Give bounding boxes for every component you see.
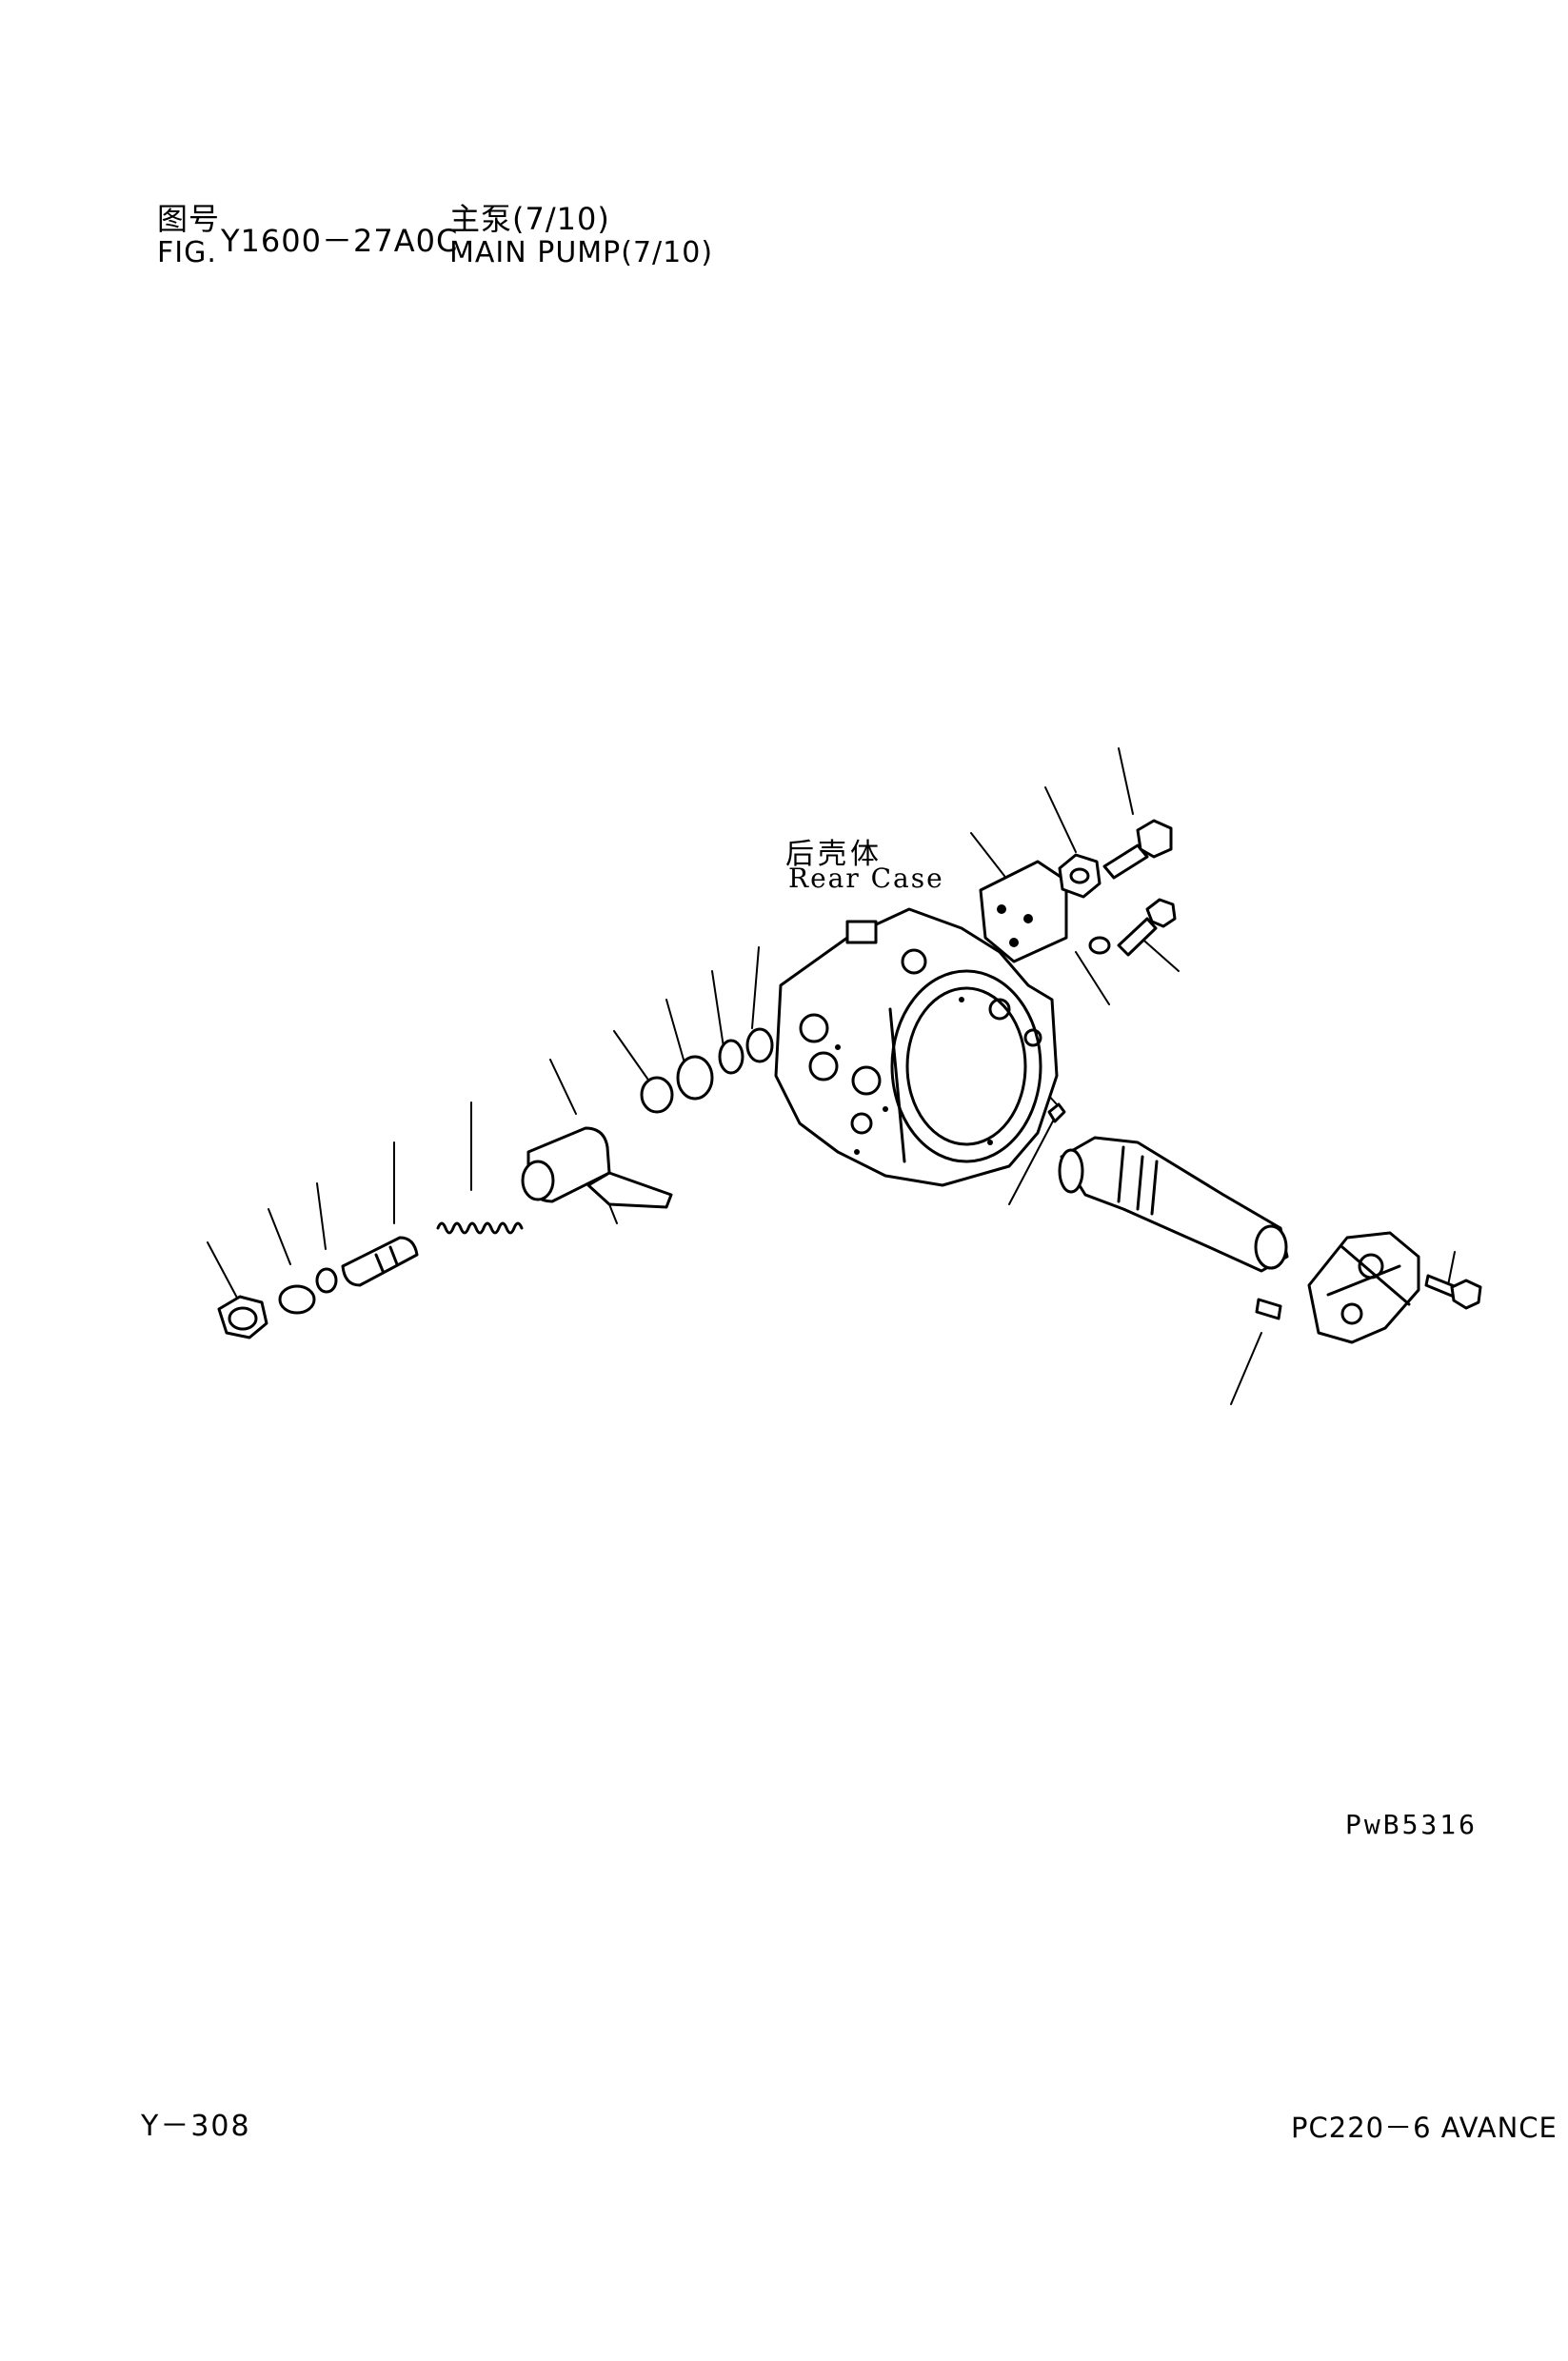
- leader-line: [711, 970, 724, 1048]
- washer-part: [278, 1284, 316, 1315]
- bolt-part: [1102, 819, 1173, 880]
- leader-line: [1044, 786, 1077, 853]
- leader-line: [1008, 1113, 1058, 1205]
- bolt-part: [1117, 898, 1177, 957]
- sleeve-part: [521, 1126, 611, 1203]
- leader-line: [1075, 951, 1110, 1005]
- lever-part: [586, 1171, 673, 1209]
- leader-line: [1118, 747, 1134, 815]
- cradle-part: [1307, 1231, 1420, 1344]
- leader-line: [613, 1030, 653, 1086]
- leader-line: [1230, 1332, 1262, 1405]
- leader-line: [970, 832, 1005, 877]
- rear-case-cn-label: 后壳体: [785, 838, 883, 871]
- header-fig-label: FIG.: [157, 236, 217, 269]
- shaft-part: [1058, 1136, 1289, 1273]
- leader-line: [751, 946, 760, 1029]
- drawing-code: PwB5316: [1345, 1809, 1479, 1840]
- nut-part: [1058, 853, 1102, 899]
- leader-line: [316, 1182, 327, 1250]
- leader-line: [549, 1059, 577, 1115]
- rear-case-en-label: Rear Case: [788, 863, 944, 894]
- bushing-part: [676, 1055, 714, 1101]
- leader-line: [268, 1208, 291, 1265]
- o-ring-part: [315, 1267, 338, 1294]
- pin-part: [1047, 1102, 1066, 1123]
- header-cn-title: 主泵(7/10): [449, 201, 610, 237]
- seal-part: [640, 1076, 674, 1114]
- leader-line: [665, 999, 686, 1067]
- washer-part: [1088, 936, 1111, 955]
- spring-part: [436, 1221, 524, 1235]
- plug-part: [217, 1295, 268, 1339]
- leader-line: [207, 1241, 239, 1300]
- cover-plate-part: [979, 860, 1068, 963]
- header-en-title: MAIN PUMP(7/10): [449, 236, 714, 269]
- figure-number: Y1600－27A0C: [221, 223, 459, 259]
- model-name: PC220－6 AVANCE: [1291, 2112, 1558, 2144]
- o-ring-part: [718, 1039, 744, 1075]
- rear-case-part: [774, 907, 1059, 1187]
- header-cn-label: 图号: [157, 201, 221, 237]
- o-ring-part: [745, 1027, 774, 1063]
- bolt-part: [1424, 1274, 1482, 1310]
- spool-part: [341, 1236, 419, 1287]
- page-number: Y－308: [141, 2110, 251, 2143]
- pin-part: [1255, 1298, 1282, 1320]
